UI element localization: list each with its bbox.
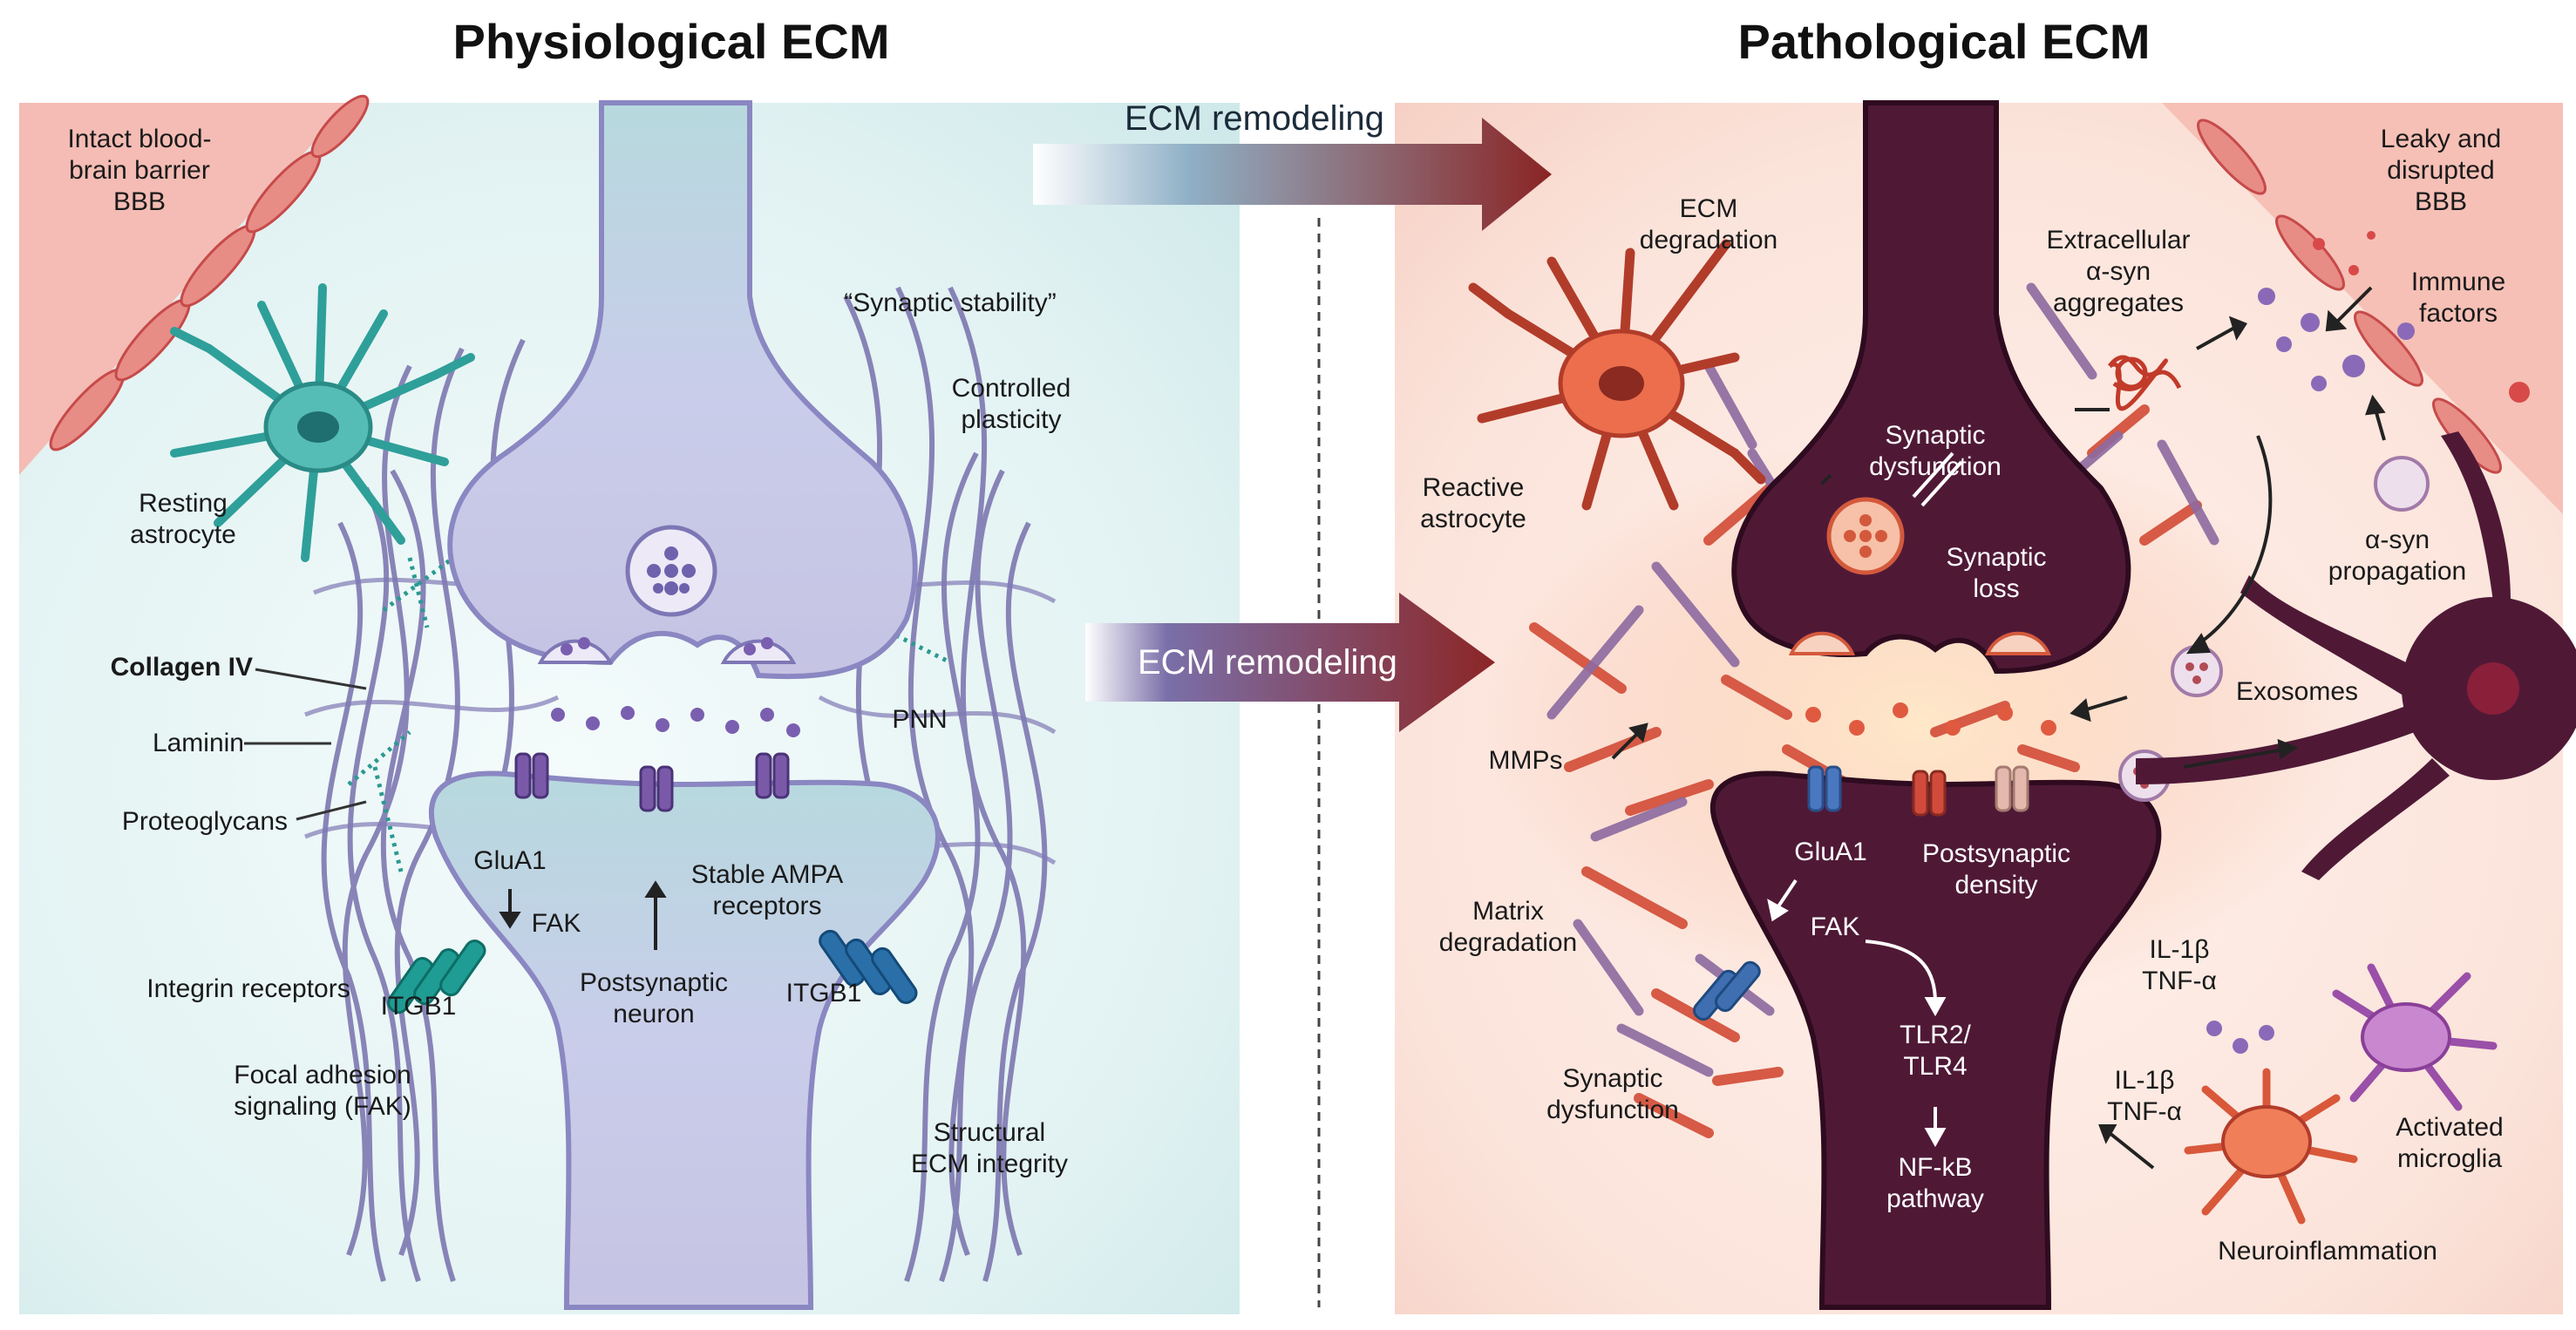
neighbor-neuron-nucleus <box>2467 662 2519 715</box>
label-ecm-degradation: ECM degradation <box>1639 194 1778 254</box>
label-integrin-receptors: Integrin receptors <box>146 974 350 1003</box>
label-nfkb: NF-kB pathway <box>1886 1153 1984 1213</box>
remodeling-arrow-bottom <box>1085 593 1495 732</box>
microglia-lower-body <box>2221 1105 2312 1178</box>
label-structural-integrity: Structural ECM integrity <box>910 1118 1069 1178</box>
label-itgb1-left: ITGB1 <box>380 992 457 1021</box>
signal-arrows-right <box>1767 451 1963 1148</box>
label-synaptic-loss: Synaptic loss <box>1946 543 2047 603</box>
label-exosomes: Exosomes <box>2235 677 2359 706</box>
label-controlled-plasticity: Controlled plasticity <box>951 374 1071 434</box>
label-matrix-degradation: Matrix degradation <box>1438 897 1578 957</box>
integrin-receptors-right-shape <box>819 929 918 1004</box>
label-synaptic-dysfunction-center: Synaptic dysfunction <box>1869 421 2002 481</box>
label-focal-adhesion: Focal adhesion signaling (FAK) <box>234 1061 411 1121</box>
process-arrows-right <box>1611 286 2386 1170</box>
resting-astrocyte-nucleus <box>297 411 339 443</box>
label-immune-factors: Immune factors <box>2410 268 2506 328</box>
label-fak-left: FAK <box>531 909 581 938</box>
label-postsynaptic-density: Postsynaptic density <box>1921 839 2071 899</box>
label-reactive-astrocyte: Reactive astrocyte <box>1420 473 1526 533</box>
postsynaptic-neuron-right <box>1710 770 2162 1310</box>
label-extracellular-asyn: Extracellular α-syn aggregates <box>2046 226 2191 317</box>
remodeling-label-bottom: ECM remodeling <box>1138 643 1397 682</box>
remodeling-label-top: ECM remodeling <box>1125 99 1384 138</box>
label-mmps: MMPs <box>1488 746 1563 775</box>
signal-arrows-left <box>499 880 667 950</box>
presynaptic-terminal-left <box>447 100 918 680</box>
neurotransmitters-right <box>1805 702 2056 736</box>
endothelial-cells-left <box>49 94 370 451</box>
label-laminin: Laminin <box>152 729 244 757</box>
leader-lines-left <box>244 668 367 821</box>
synaptic-vesicle-left <box>625 525 717 617</box>
postsynaptic-neuron-left <box>429 770 941 1310</box>
label-pnn: PNN <box>892 705 948 734</box>
reactive-astrocyte-nucleus <box>1599 366 1644 401</box>
label-activated-microglia: Activated microglia <box>2396 1113 2504 1173</box>
label-resting-astrocyte: Resting astrocyte <box>130 489 236 549</box>
label-synaptic-stability: “Synaptic stability” <box>844 288 1057 317</box>
label-asyn-propagation: α-syn propagation <box>2328 526 2467 586</box>
label-fak-right: FAK <box>1810 913 1860 941</box>
title-pathological: Pathological ECM <box>1737 14 2151 69</box>
label-tlr: TLR2/ TLR4 <box>1900 1021 1971 1081</box>
label-proteoglycans: Proteoglycans <box>121 807 288 836</box>
ampa-receptors-left <box>514 752 790 812</box>
neurotransmitters-left <box>551 637 800 737</box>
label-cytokines-bottom: IL-1β TNF-α <box>2107 1066 2182 1126</box>
asyn-aggregate <box>2108 355 2182 411</box>
label-glua1-left: GluA1 <box>473 846 547 875</box>
release-vesicles-left <box>537 639 797 664</box>
title-physiological: Physiological ECM <box>452 14 890 69</box>
integrin-receptors-left-shape <box>387 940 486 1014</box>
label-leaky-bbb: Leaky and disrupted BBB <box>2380 125 2502 216</box>
blood-fragments <box>2313 231 2530 403</box>
label-postsynaptic-neuron: Postsynaptic neuron <box>579 968 729 1028</box>
receptors-right <box>1807 765 2029 817</box>
label-synaptic-dysfunction-lower: Synaptic dysfunction <box>1546 1064 1679 1124</box>
label-glua1-right: GluA1 <box>1794 838 1867 866</box>
microglia-upper-body <box>2361 1002 2451 1072</box>
label-stable-ampa: Stable AMPA receptors <box>690 860 844 920</box>
immune-factor-dots <box>2206 288 2415 1054</box>
label-neuroinflammation: Neuroinflammation <box>2218 1237 2437 1266</box>
remodeling-arrow-top <box>1033 118 1552 231</box>
proteoglycan-chains <box>347 556 952 872</box>
label-itgb1-right: ITGB1 <box>785 979 862 1008</box>
release-vesicles-right <box>1788 631 2052 655</box>
integrin-right-panel <box>1693 960 1761 1021</box>
label-intact-bbb: Intact blood- brain barrier BBB <box>67 125 212 216</box>
label-cytokines-top: IL-1β TNF-α <box>2142 935 2217 995</box>
synaptic-vesicle-right <box>1826 497 1905 575</box>
label-collagen-iv: Collagen IV <box>110 653 253 682</box>
